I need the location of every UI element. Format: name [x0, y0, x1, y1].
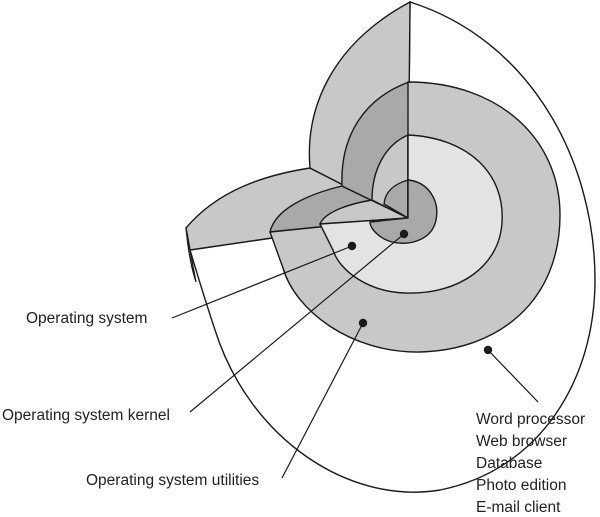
app-label-web-browser: Web browser [476, 433, 567, 450]
app-label-word-processor: Word processor [476, 411, 585, 428]
kernel-leader-line [189, 233, 405, 413]
kernel-layer-region [369, 179, 438, 244]
applications-leader-line [487, 349, 539, 403]
left-edge-face [185, 227, 197, 283]
os-label: Operating system [26, 310, 147, 327]
app-label-email-client: E-mail client [476, 499, 561, 516]
app-label-photo-edition: Photo edition [476, 477, 567, 494]
os-leader-line [171, 245, 353, 319]
app-label-database: Database [476, 455, 542, 472]
kernel-label: Operating system kernel [2, 407, 170, 424]
kernel-face-vertical [383, 179, 409, 220]
utilities-label: Operating system utilities [86, 472, 259, 489]
utilities-leader-line [281, 322, 364, 479]
